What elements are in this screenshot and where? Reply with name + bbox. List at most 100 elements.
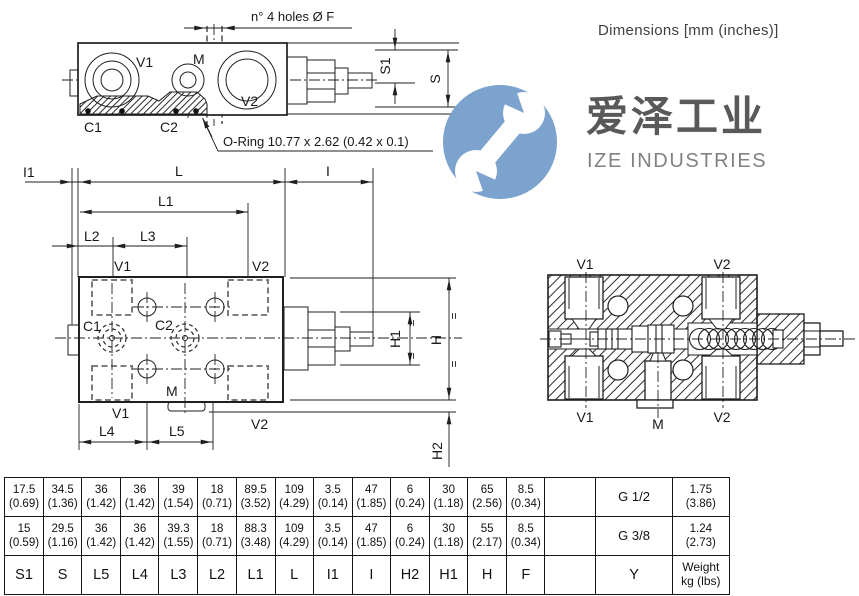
technical-drawing: S1 S n° 4 holes Ø F O-Ring 10.77 x 2.62 …: [23, 9, 857, 467]
table-header-cell: H1: [429, 555, 469, 595]
port-v2-bottom-dashed: [227, 365, 269, 401]
table-header-cell: H2: [389, 555, 431, 595]
dim-label-h1: H1: [387, 330, 403, 348]
section-port-v2-top: [701, 276, 741, 330]
table-header-cell: H: [467, 555, 508, 595]
table-header-cell: L1: [235, 555, 276, 595]
table-header-cell: I1: [312, 555, 353, 595]
port-v1-top-view: [84, 52, 140, 108]
top-view-cartridge-fitting: [286, 56, 373, 105]
label-c2-front: C2: [155, 317, 173, 333]
port-v2-top-dashed: [227, 279, 269, 316]
table-value-cell: 55(2.17): [467, 516, 508, 556]
section-view: V1 V2 V1 V2 M: [540, 256, 857, 432]
table-value-cell: 47(1.85): [351, 516, 391, 556]
m-gauge-tab: [167, 401, 206, 412]
equal-mark: =: [405, 352, 419, 359]
table-header-cell: L5: [81, 555, 122, 595]
table-header-cell: I: [351, 555, 391, 595]
label-c1-front: C1: [83, 318, 101, 334]
table-value-cell: 3.5(0.14): [312, 516, 353, 556]
table-header-cell: L: [274, 555, 314, 595]
front-view: I1 L I L1 L2 L3 V1 V2: [23, 163, 462, 467]
table-value-cell: [544, 477, 597, 517]
dim-label-l3: L3: [140, 228, 156, 244]
front-view-left-tab: [67, 324, 80, 356]
table-value-cell: 39.3(1.55): [158, 516, 199, 556]
logo-english-text: IZE INDUSTRIES: [587, 150, 768, 172]
dim-label-s: S: [427, 74, 443, 83]
oring-dot: [119, 108, 125, 114]
table-value-cell: 89.5(3.52): [235, 477, 276, 517]
dim-label-l5: L5: [169, 423, 185, 439]
table-value-cell: 39(1.54): [158, 477, 199, 517]
table-value-cell: [544, 516, 597, 556]
section-hole: [607, 359, 629, 381]
table-header-cell: L3: [158, 555, 199, 595]
oring-dot: [173, 108, 179, 114]
label-v1-top-view: V1: [136, 54, 153, 70]
table-value-cell: 47(1.85): [351, 477, 391, 517]
table-header-cell: Y: [595, 555, 673, 595]
table-value-cell: 8.5(0.34): [506, 516, 546, 556]
label-v2-section-bottom: V2: [713, 409, 730, 425]
dim-label-l: L: [175, 163, 183, 179]
table-header-cell: S: [43, 555, 83, 595]
table-value-cell: 18(0.71): [197, 516, 237, 556]
equal-mark: =: [447, 312, 461, 319]
section-hole: [607, 295, 629, 317]
table-value-cell: G 3/8: [595, 516, 673, 556]
mounting-hole: [137, 297, 157, 317]
table-value-cell: 17.5(0.69): [3, 477, 45, 517]
table-value-cell: 1.75(3.86): [671, 477, 731, 517]
label-m-section: M: [652, 416, 664, 432]
dim-label-l1: L1: [158, 193, 174, 209]
dimension-table: 17.5(0.69)34.5(1.36)36(1.42)36(1.42)39(1…: [3, 477, 731, 595]
table-header-cell: L2: [197, 555, 237, 595]
table-value-cell: 109(4.29): [274, 516, 314, 556]
table-header-cell: L4: [120, 555, 160, 595]
label-m-top-view: M: [193, 51, 205, 67]
table-value-cell: 36(1.42): [81, 516, 122, 556]
equal-mark: =: [405, 319, 419, 326]
oring-note: O-Ring 10.77 x 2.62 (0.42 x 0.1): [223, 134, 409, 149]
table-value-cell: 3.5(0.14): [312, 477, 353, 517]
section-port-v1-top: [564, 276, 604, 330]
dim-label-s1: S1: [377, 57, 393, 74]
table-header-cell: [544, 555, 597, 595]
dim-label-h2: H2: [429, 442, 445, 460]
label-v2-front-top: V2: [252, 258, 269, 274]
table-value-cell: 36(1.42): [120, 516, 160, 556]
table-value-cell: 8.5(0.34): [506, 477, 546, 517]
table-value-cell: 15(0.59): [3, 516, 45, 556]
table-value-cell: 1.24(2.73): [671, 516, 731, 556]
port-m-top-view: [171, 63, 205, 97]
label-v1-front-bottom: V1: [112, 405, 129, 421]
oring-dot: [193, 108, 199, 114]
adjust-stem: [819, 330, 844, 347]
table-value-cell: 18(0.71): [197, 477, 237, 517]
label-v2-section-top: V2: [713, 256, 730, 272]
dim-label-l2: L2: [84, 228, 100, 244]
table-value-cell: 88.3(3.48): [235, 516, 276, 556]
mounting-hole: [137, 359, 157, 379]
oring-dot: [85, 108, 91, 114]
label-c2-top-view: C2: [160, 119, 178, 135]
table-value-cell: 36(1.42): [120, 477, 160, 517]
dim-label-l4: L4: [99, 423, 115, 439]
label-v2-top-view: V2: [241, 93, 258, 109]
port-v2-top-view: [217, 50, 277, 110]
table-value-cell: 6(0.24): [389, 477, 431, 517]
table-value-cell: 6(0.24): [389, 516, 431, 556]
section-port-v1-bottom: [564, 348, 604, 400]
label-m-front: M: [166, 383, 178, 399]
top-view-left-tab: [69, 69, 79, 97]
label-v2-front-bottom: V2: [251, 416, 268, 432]
section-hole: [672, 295, 694, 317]
table-value-cell: 34.5(1.36): [43, 477, 83, 517]
equal-mark: =: [447, 360, 461, 367]
port-c1: [97, 323, 127, 353]
label-c1-top-view: C1: [84, 119, 102, 135]
dimensions-note: Dimensions [mm (inches)]: [598, 22, 779, 39]
